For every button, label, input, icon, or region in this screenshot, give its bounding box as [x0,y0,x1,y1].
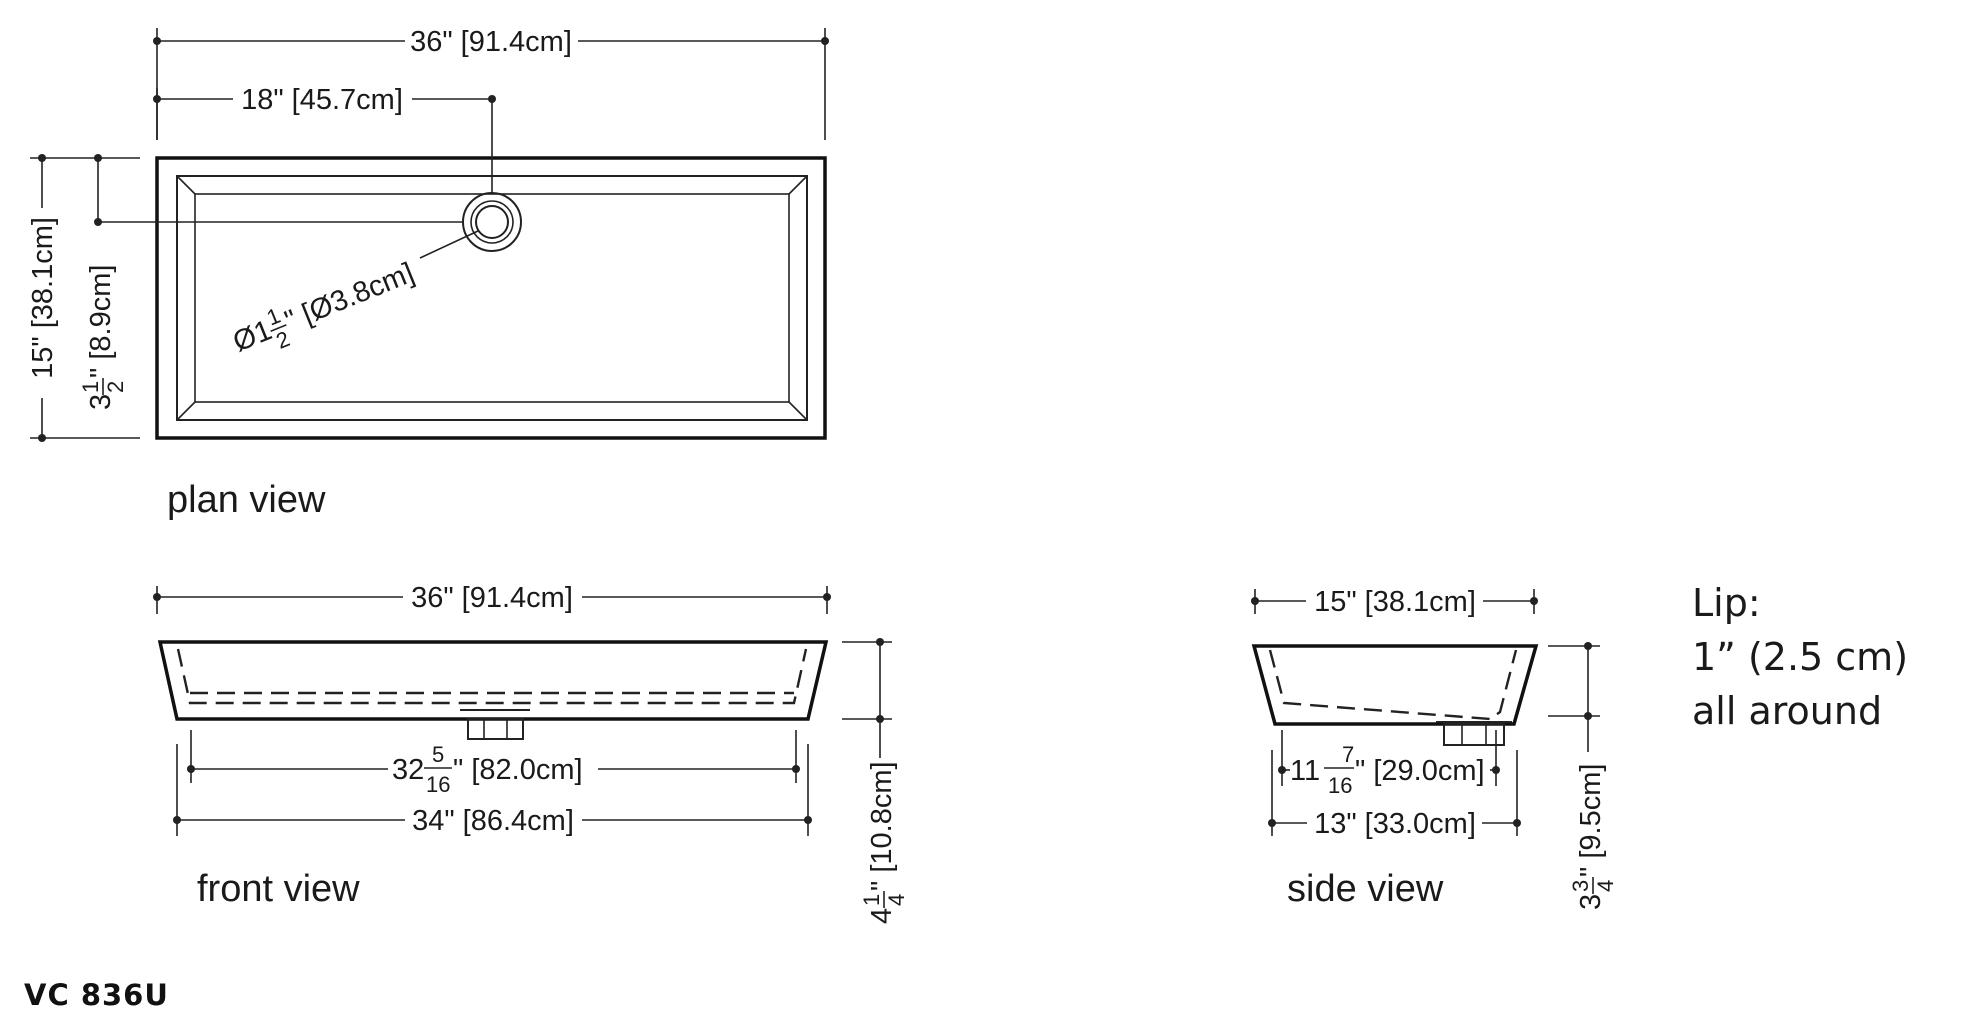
side-height-dim: 3 3 4 " [9.5cm] [1568,764,1618,910]
drain-icon [462,192,522,252]
svg-text:5: 5 [432,742,444,767]
front-bottom-length-dim: 34" [86.4cm] [412,805,574,837]
side-bottom-width-dim: 13" [33.0cm] [1314,808,1476,840]
plan-drain-diameter-dim: Ø1 1 2 " [Ø3.8cm] [229,257,419,359]
svg-text:7: 7 [1342,742,1354,767]
svg-text:" [8.9cm]: " [8.9cm] [85,265,117,378]
svg-text:16: 16 [1328,773,1352,798]
plan-width-dim: 15" [38.1cm] [27,217,59,379]
plan-drain-offset-dim: 3 1 2 " [8.9cm] [78,265,128,410]
svg-text:32: 32 [392,754,424,786]
plan-outer-rim [155,156,827,440]
front-view-label: front view [197,868,360,910]
side-inner-width-dim: 11 7 16 " [29.0cm] [1290,742,1485,798]
plan-length-dim: 36" [91.4cm] [410,26,572,58]
svg-text:4: 4 [1593,880,1618,892]
svg-text:1: 1 [78,381,103,393]
svg-text:" [9.5cm]: " [9.5cm] [1575,764,1607,877]
plan-view: 36" [91.4cm] 18" [45.7cm] 15" [38.1cm] 3… [27,26,829,521]
svg-text:11: 11 [1290,755,1320,787]
front-height-dim: 4 1 4 " [10.8cm] [859,761,909,924]
svg-text:3: 3 [1575,894,1607,910]
svg-text:" [29.0cm]: " [29.0cm] [1355,755,1485,787]
lip-note: Lip: 1” (2.5 cm) all around [1692,581,1908,733]
svg-text:" [Ø3.8cm]: " [Ø3.8cm] [281,257,419,338]
svg-text:3: 3 [85,394,117,410]
svg-text:2: 2 [103,381,128,393]
side-basin-profile [1251,644,1539,726]
plan-inner-rim [176,175,808,421]
front-drain-icon [460,709,530,740]
side-view: 15" [38.1cm] 11 7 16 " [29.0cm] [1251,586,1618,910]
svg-text:1: 1 [859,894,884,906]
side-drain-icon [1436,721,1512,746]
plan-drain-center-dim: 18" [45.7cm] [241,84,403,116]
svg-text:" [10.8cm]: " [10.8cm] [866,761,898,891]
front-inner-length-dim: 32 5 16 " [82.0cm] [392,742,583,797]
plan-basin-floor [194,193,790,403]
front-top-length-dim: 36" [91.4cm] [411,582,573,614]
side-view-label: side view [1287,868,1444,910]
svg-text:Lip:: Lip: [1692,581,1761,625]
svg-text:" [82.0cm]: " [82.0cm] [453,754,583,786]
front-basin-profile [157,640,829,721]
side-top-width-dim: 15" [38.1cm] [1314,586,1476,618]
plan-view-label: plan view [167,479,326,521]
svg-text:all around: all around [1692,689,1882,733]
svg-text:16: 16 [426,772,450,797]
svg-text:1” (2.5 cm): 1” (2.5 cm) [1692,635,1908,679]
model-number: VC 836U [24,978,169,1012]
svg-text:3: 3 [1568,880,1593,892]
front-view: 36" [91.4cm] 32 5 16 " [82.0cm] [153,582,909,924]
svg-text:4: 4 [866,908,898,924]
svg-text:4: 4 [884,894,909,906]
